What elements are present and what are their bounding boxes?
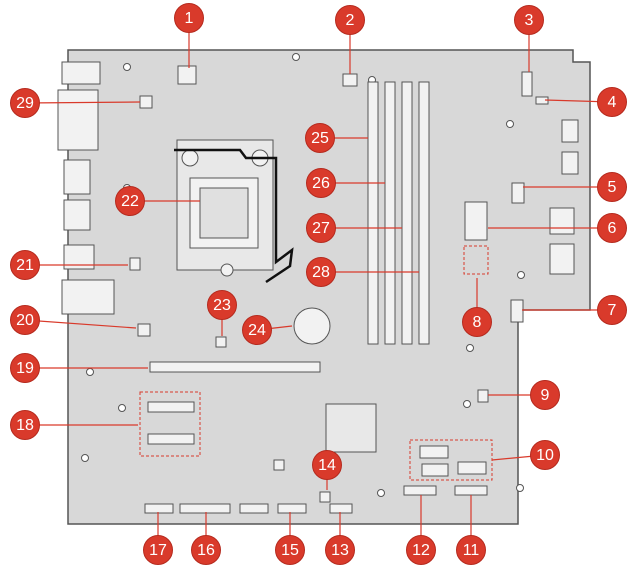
main-power-connector [464,201,488,241]
callout-20: 20 [10,305,40,335]
callout-19: 19 [10,353,40,383]
rear-io-ports [57,61,579,315]
callout-22: 22 [115,186,145,216]
callout-4: 4 [597,87,627,117]
callout-25: 25 [305,123,335,153]
callout-7: 7 [597,295,627,325]
callout-8: 8 [462,307,492,337]
callout-24: 24 [242,315,272,345]
small-connector-group [463,245,489,275]
callout-6: 6 [597,213,627,243]
callout-12: 12 [406,535,436,565]
coin-battery [293,307,331,345]
callout-3: 3 [514,5,544,35]
callout-1: 1 [174,3,204,33]
callout-27: 27 [306,213,336,243]
callout-23: 23 [207,290,237,320]
callout-13: 13 [325,535,355,565]
callout-21: 21 [10,250,40,280]
callout-15: 15 [275,535,305,565]
m2-slots [139,391,201,457]
cpu-socket [174,139,294,284]
leader-line-20 [24,319,137,329]
callout-2: 2 [335,5,365,35]
leader-line-29 [24,101,141,104]
callout-5: 5 [597,172,627,202]
callout-10: 10 [530,440,560,470]
callout-17: 17 [143,535,173,565]
callout-9: 9 [530,380,560,410]
callout-26: 26 [306,168,336,198]
callout-18: 18 [10,410,40,440]
callout-29: 29 [10,88,40,118]
memory-slots [367,81,430,345]
callout-16: 16 [191,535,221,565]
bottom-headers [144,485,488,514]
callout-28: 28 [306,257,336,287]
chipset [325,403,377,453]
pcie-x16-slot [149,361,321,373]
callout-11: 11 [456,535,486,565]
small-connectors [129,71,549,503]
callout-14: 14 [312,450,342,480]
cpu-power-connector [177,65,197,85]
